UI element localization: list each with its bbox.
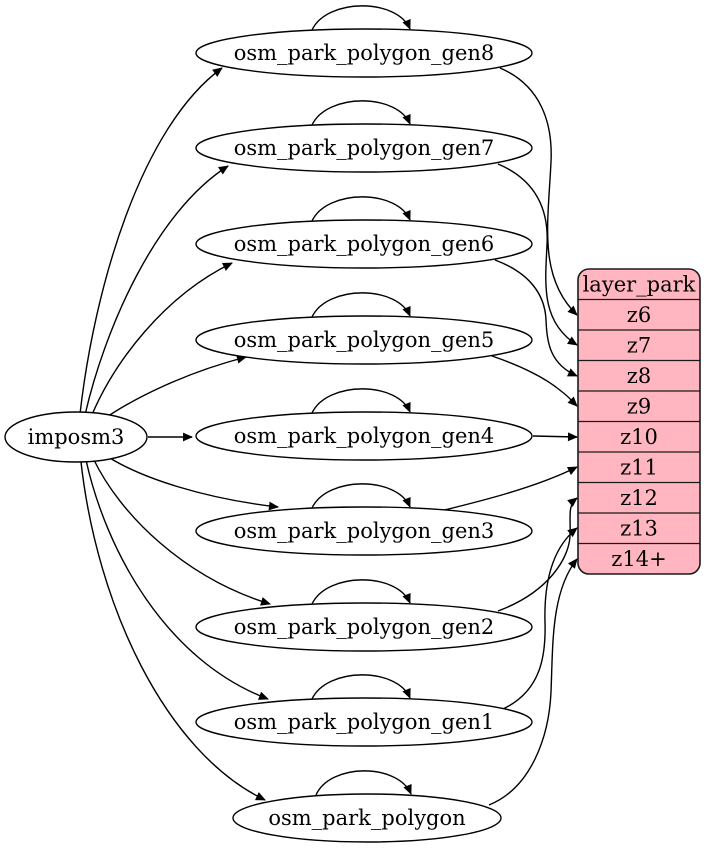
self-loop-edge-osm_park_polygon_gen3 [311, 483, 411, 509]
table-node-osm_park_polygon_gen1: osm_park_polygon_gen1 [195, 697, 533, 747]
node-ellipse-osm_park_polygon_gen7 [195, 123, 533, 173]
table-node-osm_park_polygon_gen6: osm_park_polygon_gen6 [195, 219, 533, 269]
record-node-layer_park: layer_park z6 z7 z8 z9 z10 z11 z12 z13 z14+ [577, 268, 701, 575]
record-row-label-z12: z12 [620, 486, 658, 510]
record-row-label-z13: z13 [620, 516, 658, 540]
self-loop-edge-osm_park_polygon_gen4 [311, 388, 411, 414]
edge-imposm3-to-osm_park_polygon_gen6 [90, 262, 233, 418]
self-loop-edge-osm_park_polygon_gen1 [311, 674, 411, 700]
node-label-osm_park_polygon_gen3: osm_park_polygon_gen3 [234, 519, 495, 543]
record-row-label-z11: z11 [620, 455, 658, 479]
edge-osm_park_polygon_gen7-to-layer_park-z7 [497, 163, 578, 346]
node-label-osm_park_polygon_gen5: osm_park_polygon_gen5 [234, 328, 495, 352]
node-label-osm_park_polygon_gen4: osm_park_polygon_gen4 [234, 424, 495, 448]
edge-osm_park_polygon_gen2-to-layer_park-z12 [497, 497, 578, 612]
node-label-osm_park_polygon: osm_park_polygon [268, 806, 465, 830]
edge-imposm3-to-osm_park_polygon_gen1 [85, 459, 269, 700]
node-ellipse-osm_park_polygon_gen5 [195, 315, 533, 365]
node-ellipse-osm_park_polygon_gen1 [195, 697, 533, 747]
edge-osm_park_polygon_gen6-to-layer_park-z8 [494, 259, 578, 377]
record-row-label-z8: z8 [627, 364, 651, 388]
edge-imposm3-to-osm_park_polygon [80, 461, 266, 801]
node-label-imposm3: imposm3 [28, 425, 125, 449]
self-loop-edge-osm_park_polygon_gen2 [311, 579, 411, 605]
table-node-osm_park_polygon_gen5: osm_park_polygon_gen5 [195, 315, 533, 365]
edge-osm_park_polygon-to-layer_park-z14+ [488, 558, 578, 806]
self-loop-edge-osm_park_polygon_gen8 [311, 5, 411, 31]
node-ellipse-osm_park_polygon_gen4 [195, 411, 533, 461]
table-node-osm_park_polygon_gen8: osm_park_polygon_gen8 [195, 28, 533, 78]
table-node-osm_park_polygon: osm_park_polygon [232, 793, 502, 843]
edge-imposm3-to-osm_park_polygon_gen7 [84, 165, 229, 416]
node-label-osm_park_polygon_gen1: osm_park_polygon_gen1 [234, 710, 495, 734]
node-label-osm_park_polygon_gen6: osm_park_polygon_gen6 [234, 232, 495, 256]
record-row-label-z10: z10 [620, 425, 658, 449]
record-row-label-z9: z9 [627, 394, 651, 418]
node-ellipse-imposm3 [4, 411, 148, 463]
edge-osm_park_polygon_gen8-to-layer_park-z6 [499, 67, 578, 316]
edge-osm_park_polygon_gen4-to-layer_park-z10 [532, 432, 578, 442]
table-node-osm_park_polygon_gen7: osm_park_polygon_gen7 [195, 123, 533, 173]
edge-imposm3-to-osm_park_polygon_gen2 [92, 457, 271, 606]
node-ellipse-osm_park_polygon_gen2 [195, 602, 533, 652]
table-node-osm_park_polygon_gen4: osm_park_polygon_gen4 [195, 411, 533, 461]
node-ellipse-osm_park_polygon_gen3 [195, 506, 533, 556]
node-ellipse-osm_park_polygon_gen6 [195, 219, 533, 269]
self-loop-edge-osm_park_polygon_gen6 [311, 196, 411, 222]
edge-osm_park_polygon_gen1-to-layer_park-z13 [502, 527, 578, 710]
edge-imposm3-to-osm_park_polygon_gen5 [100, 354, 247, 422]
record-row-label-z7: z7 [627, 333, 651, 357]
edge-imposm3-to-osm_park_polygon_gen3 [101, 452, 279, 511]
record-row-label-z14+: z14+ [611, 547, 666, 571]
self-loop-edge-osm_park_polygon [315, 770, 412, 796]
self-loop-edge-osm_park_polygon_gen5 [311, 292, 411, 318]
table-node-osm_park_polygon_gen2: osm_park_polygon_gen2 [195, 602, 533, 652]
node-label-osm_park_polygon_gen8: osm_park_polygon_gen8 [234, 41, 495, 65]
record-header-label: layer_park [583, 272, 696, 296]
node-ellipse-osm_park_polygon_gen8 [195, 28, 533, 78]
node-ellipse-osm_park_polygon [232, 793, 502, 843]
table-node-imposm3: imposm3 [4, 411, 148, 463]
edge-imposm3-to-osm_park_polygon_gen8 [79, 67, 223, 415]
node-label-osm_park_polygon_gen2: osm_park_polygon_gen2 [234, 615, 495, 639]
self-loop-edge-osm_park_polygon_gen7 [311, 100, 411, 126]
edge-osm_park_polygon_gen5-to-layer_park-z9 [491, 355, 578, 407]
node-label-osm_park_polygon_gen7: osm_park_polygon_gen7 [234, 136, 495, 160]
record-row-label-z6: z6 [627, 303, 651, 327]
table-node-osm_park_polygon_gen3: osm_park_polygon_gen3 [195, 506, 533, 556]
